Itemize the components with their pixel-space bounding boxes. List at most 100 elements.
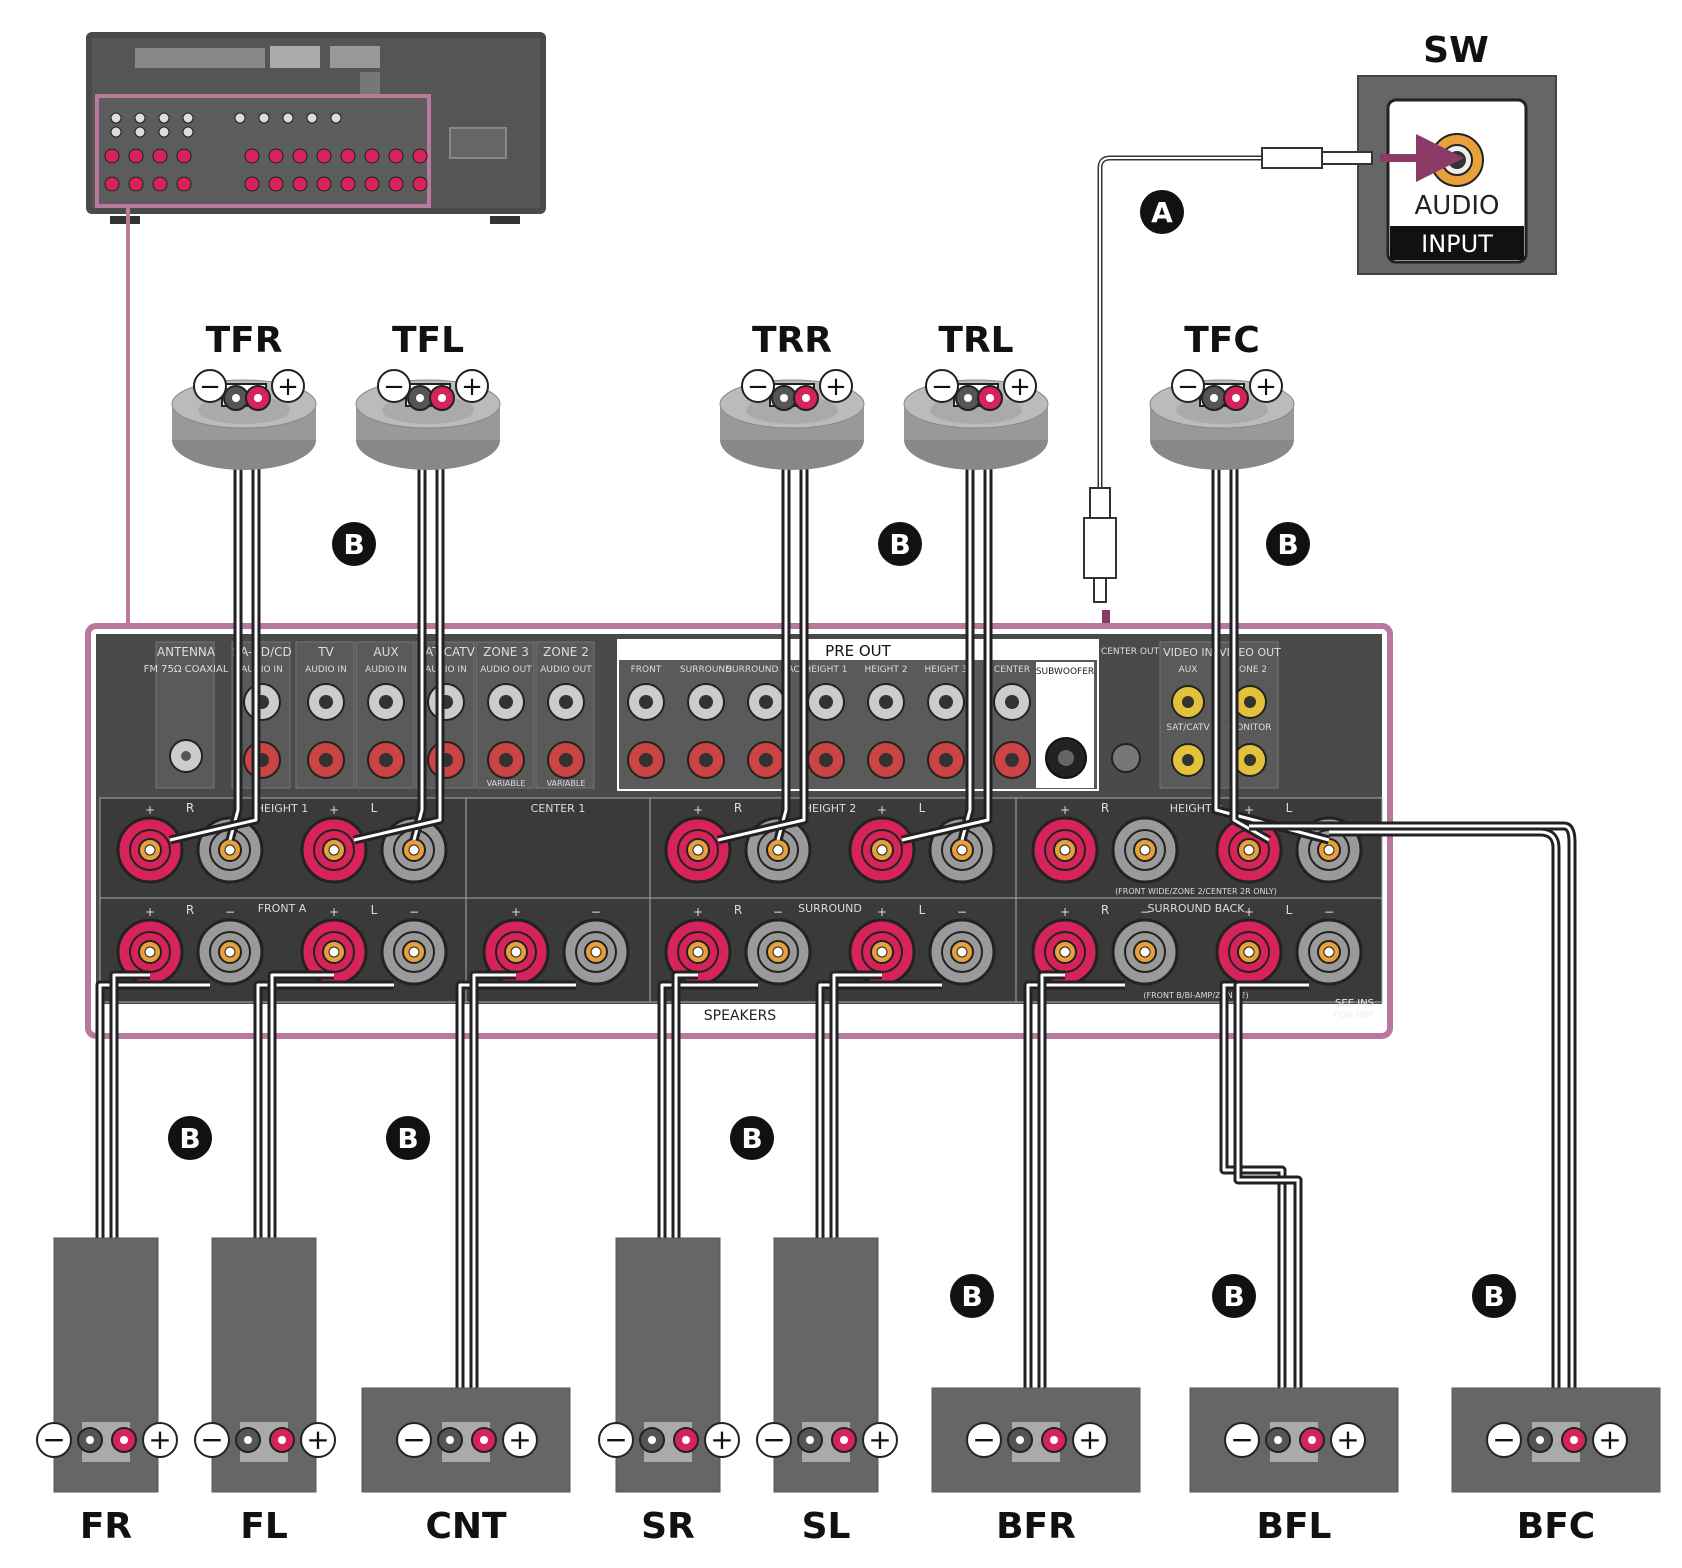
speaker-cable-minus	[1329, 827, 1561, 1440]
terminal-sign-label: +	[329, 905, 339, 919]
terminal-sign-label: +	[693, 905, 703, 919]
cable-b-badge-letter: B	[741, 1122, 762, 1155]
input-sub-label: AUDIO OUT	[540, 665, 592, 675]
plus-sign: +	[461, 372, 483, 402]
mini-jack	[110, 112, 122, 124]
terminal-sign-label: +	[511, 905, 521, 919]
terminal-sign-label: L	[371, 801, 378, 815]
binding-post-minus	[744, 918, 812, 986]
input-sub-label: AUDIO IN	[365, 665, 407, 675]
plus-sign-badge	[300, 1422, 336, 1458]
plus-sign-badge	[271, 369, 305, 403]
minus-sign-badge	[966, 1422, 1002, 1458]
mini-jack	[134, 112, 146, 124]
cable-b-badge-letter: B	[1223, 1280, 1244, 1313]
mini-jack	[330, 112, 342, 124]
plus-sign-badge	[704, 1422, 740, 1458]
input-sub-label: AUDIO IN	[241, 665, 283, 675]
terminal-sign-label: L	[1286, 903, 1293, 917]
mini-terminal	[364, 148, 380, 164]
height-speaker-label: TRL	[938, 320, 1013, 361]
terminal-sign-label: −	[1324, 905, 1334, 919]
mini-jack	[182, 126, 194, 138]
mini-terminal	[104, 148, 120, 164]
pre-out-channel-label: FRONT	[631, 665, 662, 675]
pre-out-channel-label: HEIGHT 1	[805, 665, 848, 675]
cable-b-badge-letter: B	[343, 528, 364, 561]
terminal-sign-label: L	[919, 801, 926, 815]
binding-post-plus	[116, 816, 184, 884]
binding-post-minus	[380, 918, 448, 986]
plus-sign-badge	[1249, 369, 1283, 403]
floor-speaker: −+SR	[598, 1237, 740, 1547]
terminal-group-label: HEIGHT 2	[804, 802, 856, 815]
minus-sign: −	[199, 372, 221, 402]
cable-b-badge: B	[878, 522, 922, 566]
binding-post-plus	[1215, 918, 1283, 986]
cable-b-badge-letter: B	[397, 1122, 418, 1155]
minus-sign: −	[972, 1423, 995, 1456]
binding-post-plus	[300, 918, 368, 986]
minus-sign: −	[931, 372, 953, 402]
terminal-group-label: CENTER 1	[531, 802, 586, 815]
terminal-sign-label: −	[225, 905, 235, 919]
height-speaker-label: TRR	[752, 320, 832, 361]
minus-sign: −	[402, 1423, 425, 1456]
terminal-sign-label: −	[591, 905, 601, 919]
binding-post-minus	[196, 918, 264, 986]
terminal-group-label: FRONT A	[258, 902, 307, 915]
input-sub-label: AUDIO IN	[305, 665, 347, 675]
binding-post-plus	[116, 918, 184, 986]
terminal-sign-label: L	[371, 903, 378, 917]
mini-terminal	[244, 176, 260, 192]
plus-sign-badge	[1330, 1422, 1366, 1458]
minus-sign-badge	[1224, 1422, 1260, 1458]
plus-sign-badge	[455, 369, 489, 403]
floor-speaker: −+FL	[194, 1237, 336, 1547]
plus-sign-badge	[502, 1422, 538, 1458]
terminal-group-label: HEIGHT 1	[256, 802, 308, 815]
mini-terminal	[104, 176, 120, 192]
speaker-cable-minus	[455, 980, 576, 1440]
minus-sign-badge	[1486, 1422, 1522, 1458]
mini-terminal	[128, 148, 144, 164]
mini-terminal	[316, 176, 332, 192]
mini-terminal	[340, 148, 356, 164]
minus-sign: −	[383, 372, 405, 402]
terminal-group-label: SURROUND BACK	[1148, 902, 1246, 915]
plus-sign-badge	[1592, 1422, 1628, 1458]
floor-speaker-label: BFC	[1517, 1506, 1595, 1547]
floor-speaker-label: FR	[80, 1506, 132, 1547]
minus-sign-badge	[741, 369, 775, 403]
mini-jack	[134, 126, 146, 138]
mini-terminal	[268, 148, 284, 164]
plus-sign: +	[1078, 1423, 1101, 1456]
cable-b-badge: B	[332, 522, 376, 566]
plus-sign: +	[1009, 372, 1031, 402]
plus-sign-badge	[1072, 1422, 1108, 1458]
minus-sign-badge	[1171, 369, 1205, 403]
mini-terminal	[364, 176, 380, 192]
mini-terminal	[412, 176, 428, 192]
minus-sign-badge	[36, 1422, 72, 1458]
video-in-label: VIDEO IN	[1163, 646, 1213, 659]
speaker-cable-plus	[469, 970, 516, 1440]
height3-note: (FRONT WIDE/ZONE 2/CENTER 2R ONLY)	[1115, 887, 1277, 896]
minus-sign: −	[762, 1423, 785, 1456]
speakers-label: SPEAKERS	[704, 1008, 777, 1024]
minus-sign-badge	[925, 369, 959, 403]
binding-post-minus	[1295, 918, 1363, 986]
terminal-sign-label: −	[409, 905, 419, 919]
terminal-sign-label: +	[1060, 905, 1070, 919]
minus-sign: −	[42, 1423, 65, 1456]
mini-terminal	[176, 176, 192, 192]
minus-sign-badge	[598, 1422, 634, 1458]
plus-sign: +	[148, 1423, 171, 1456]
pre-out-label: PRE OUT	[825, 642, 891, 660]
input-sub-label: AUDIO IN	[425, 665, 467, 675]
terminal-sign-label: R	[186, 801, 194, 815]
speaker-cable-plus	[1249, 821, 1577, 1440]
mini-terminal	[292, 148, 308, 164]
cable-b-badge: B	[168, 1116, 212, 1160]
plus-sign: +	[1598, 1423, 1621, 1456]
